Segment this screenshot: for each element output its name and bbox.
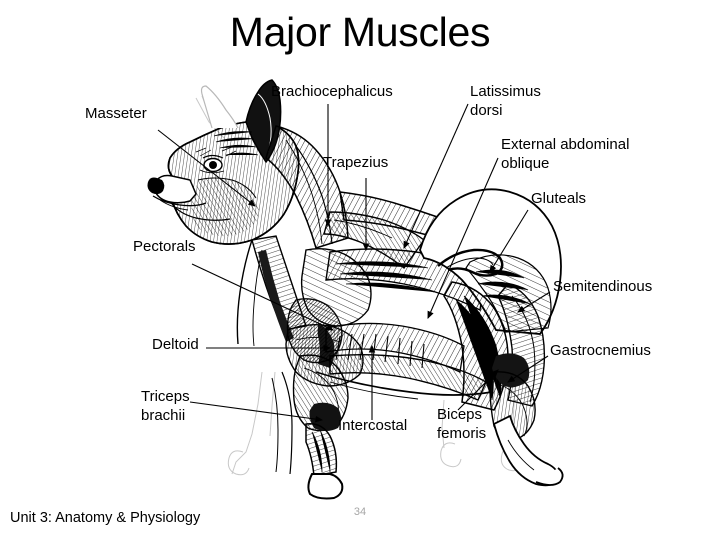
leader-pectorals: [191, 263, 334, 331]
hindquarter-muscles: [419, 188, 564, 487]
trunk-muscles: [285, 191, 493, 401]
label-trapezius: Trapezius: [323, 154, 389, 171]
front-leg-muscles: [271, 354, 349, 500]
leader-gastrocnemius: [507, 355, 549, 383]
leader-triceps: [189, 401, 324, 423]
label-latissimus-dorsi: Latissimus dorsi: [470, 83, 541, 119]
leader-latissimus: [403, 103, 469, 250]
label-semitendinous: Semitendinous: [553, 278, 653, 295]
label-gluteals: Gluteals: [531, 190, 587, 207]
label-deltoid: Deltoid: [152, 336, 199, 353]
leader-lines: [157, 103, 551, 423]
leader-masseter: [157, 129, 256, 207]
leader-oblique: [427, 157, 499, 320]
label-intercostal: Intercostal: [338, 417, 408, 434]
leader-gluteals: [489, 209, 529, 273]
label-gastrocnemius: Gastrocnemius: [550, 342, 651, 359]
label-pectorals: Pectorals: [133, 238, 196, 255]
label-biceps-femoris: Biceps femoris: [437, 406, 487, 442]
label-triceps-brachii: Triceps brachii: [141, 388, 190, 424]
page-title: Major Muscles: [229, 9, 491, 55]
label-external-abdominal-oblique: External abdominal oblique: [501, 136, 630, 172]
label-brachiocephalicus: Brachiocephalicus: [271, 83, 393, 100]
footer-text: Unit 3: Anatomy & Physiology: [10, 510, 201, 526]
label-masseter: Masseter: [85, 105, 147, 122]
slide-number: 34: [353, 506, 367, 518]
leader-biceps-femoris: [457, 369, 499, 411]
leader-semitendinous: [517, 291, 551, 313]
